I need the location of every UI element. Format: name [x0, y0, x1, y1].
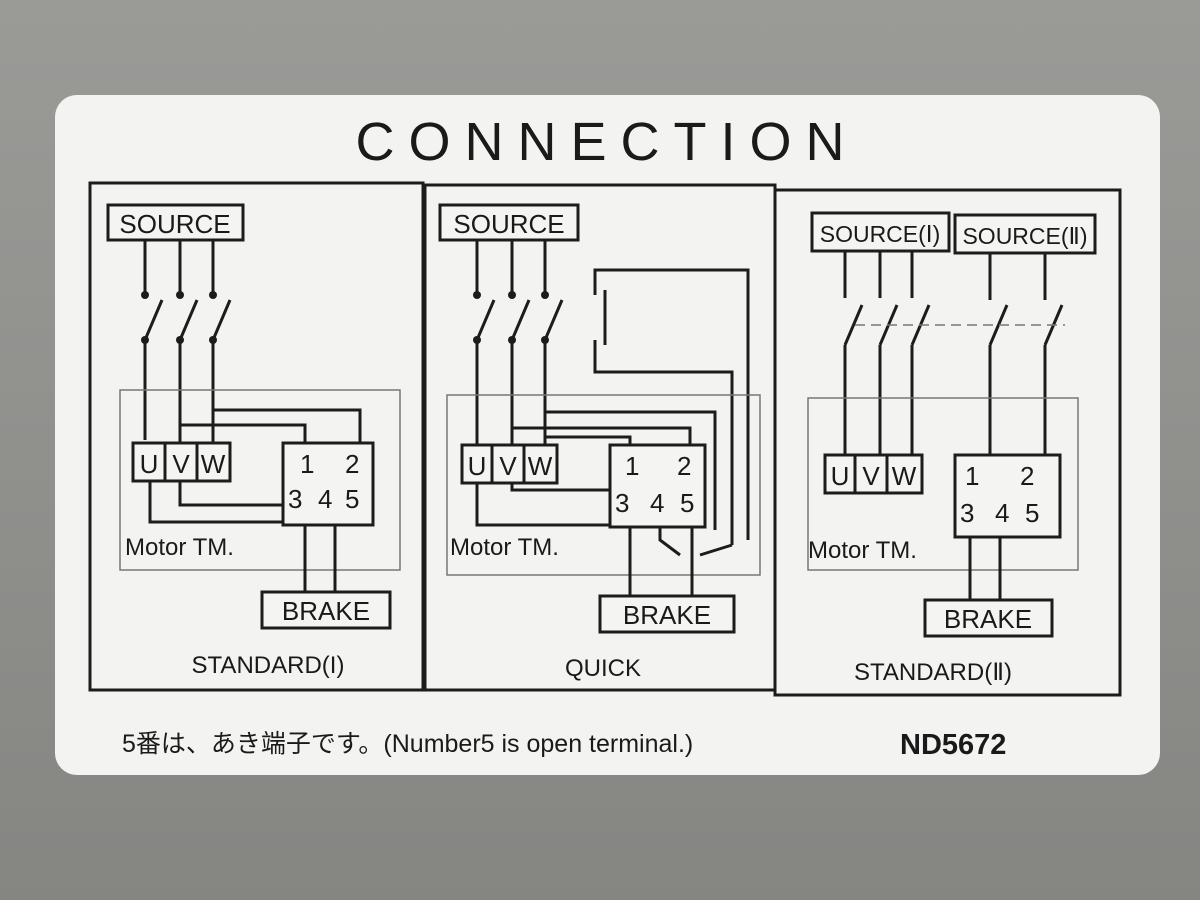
- diagram-standard-1: SOURCE U V W 1 2 3 4 5 Motor TM. BRAKE S…: [106, 203, 401, 679]
- tm-5: 5: [1025, 498, 1039, 528]
- brake-box: BRAKE: [623, 600, 711, 630]
- terminal-w: W: [201, 449, 226, 479]
- terminal-v: V: [499, 451, 517, 481]
- motor-tm-label: Motor TM.: [125, 534, 234, 561]
- source-box: SOURCE: [119, 209, 230, 239]
- tm-2: 2: [345, 449, 359, 479]
- terminal-v: V: [172, 449, 190, 479]
- terminal-u: U: [468, 451, 487, 481]
- footer-note: 5番は、あき端子です。(Number5 is open terminal.): [122, 730, 693, 758]
- source-2-box: SOURCE(Ⅱ): [962, 223, 1087, 249]
- panel-standard-2: [773, 188, 1122, 697]
- tm-3: 3: [615, 488, 629, 518]
- tm-3: 3: [288, 484, 302, 514]
- panel-label: STANDARD(Ⅱ): [854, 659, 1012, 686]
- model-code: ND5672: [900, 729, 1006, 761]
- panel-label: STANDARD(I): [192, 652, 345, 679]
- brake-box: BRAKE: [944, 604, 1032, 634]
- tm-1: 1: [300, 449, 314, 479]
- diagram-standard-2: SOURCE(Ⅰ) SOURCE(Ⅱ) U V W 1 2 3 4 5 Moto…: [807, 211, 1097, 686]
- tm-5: 5: [345, 484, 359, 514]
- tm-1: 1: [965, 461, 979, 491]
- source-1-box: SOURCE(Ⅰ): [820, 221, 941, 247]
- tm-2: 2: [1020, 461, 1034, 491]
- tm-4: 4: [318, 484, 332, 514]
- tm-5: 5: [680, 488, 694, 518]
- motor-tm-label: Motor TM.: [808, 537, 917, 564]
- source-box: SOURCE: [453, 209, 564, 239]
- terminal-w: W: [892, 461, 917, 491]
- terminal-v: V: [862, 461, 880, 491]
- tm-3: 3: [960, 498, 974, 528]
- tm-4: 4: [650, 488, 664, 518]
- panel-label: QUICK: [565, 655, 641, 682]
- label-title: CONNECTION: [356, 112, 859, 172]
- brake-box: BRAKE: [282, 596, 370, 626]
- terminal-u: U: [831, 461, 850, 491]
- tm-1: 1: [625, 451, 639, 481]
- terminal-w: W: [528, 451, 553, 481]
- terminal-u: U: [140, 449, 159, 479]
- motor-tm-label: Motor TM.: [450, 534, 559, 561]
- tm-2: 2: [677, 451, 691, 481]
- diagram-quick: SOURCE U V W 1 2 3 4 5 Motor TM. BRAKE Q…: [438, 203, 761, 682]
- tm-4: 4: [995, 498, 1009, 528]
- panel-standard-1: [88, 181, 425, 692]
